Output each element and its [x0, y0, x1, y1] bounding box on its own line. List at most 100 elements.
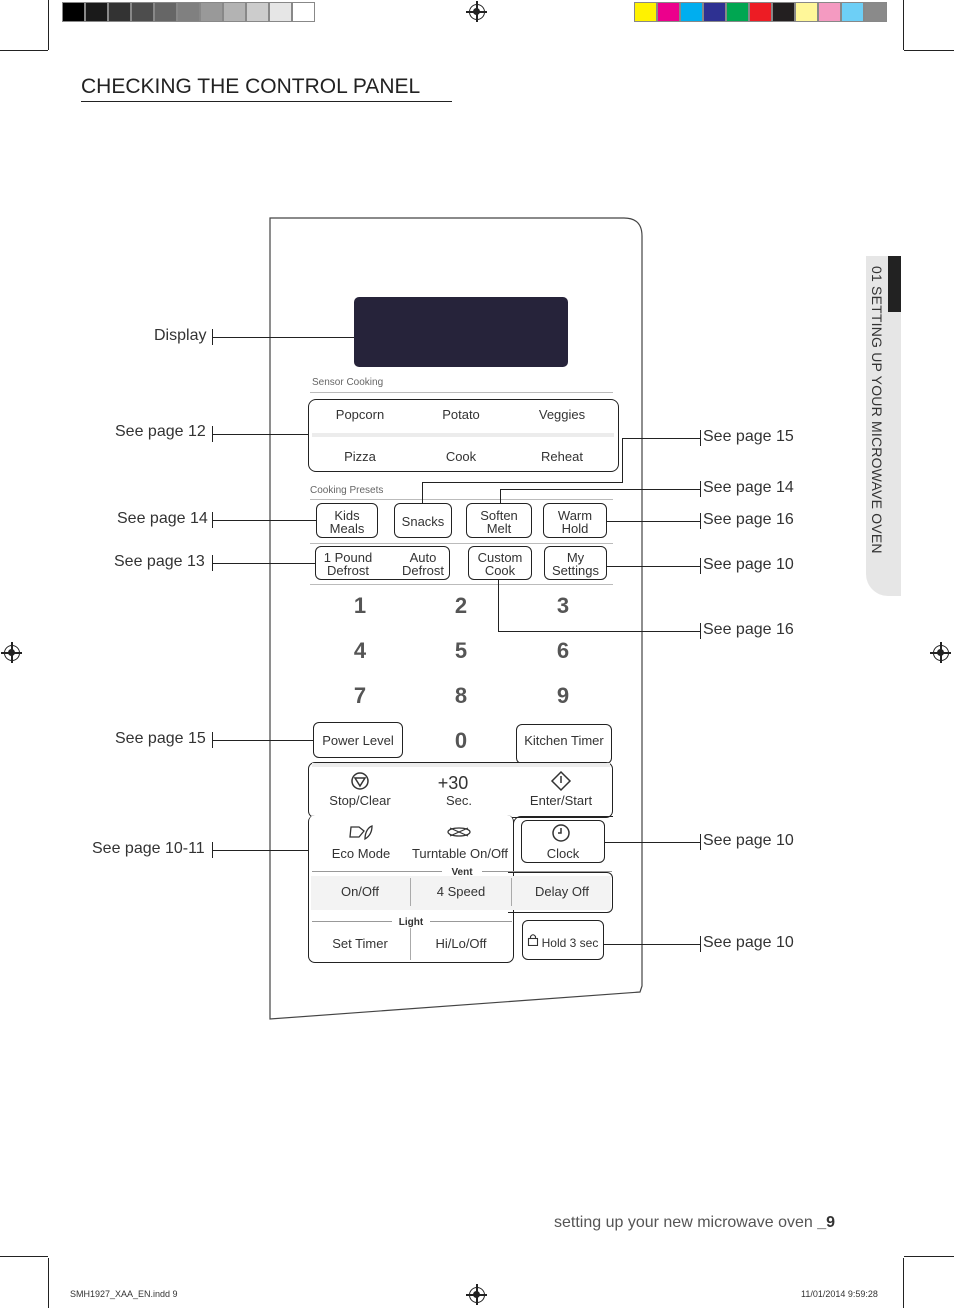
number-8-button[interactable]: 8 — [454, 683, 468, 708]
cooking-presets-label: Cooking Presets — [310, 485, 384, 496]
color-swatch — [200, 2, 223, 22]
light-hi-lo-off-button[interactable]: Hi/Lo/Off — [435, 936, 487, 951]
footer-title: setting up your new microwave oven — [554, 1214, 813, 1231]
enter-start-button[interactable]: Enter/Start — [529, 793, 593, 808]
my-settings-label-2: Settings — [552, 563, 599, 578]
leader-line — [213, 850, 308, 851]
number-7-button[interactable]: 7 — [353, 683, 367, 708]
color-swatch — [108, 2, 131, 22]
start-icon — [550, 770, 572, 792]
leader-line — [700, 834, 701, 850]
crop-mark — [904, 1256, 954, 1257]
vent-row — [311, 876, 611, 910]
defrost-button[interactable] — [315, 546, 450, 580]
kids-meals-label-1: Kids — [334, 508, 360, 523]
number-5-button[interactable]: 5 — [454, 638, 468, 663]
crop-mark — [904, 50, 954, 51]
number-3-button[interactable]: 3 — [556, 593, 570, 618]
color-swatch — [177, 2, 200, 22]
kitchen-timer-button[interactable] — [516, 724, 612, 764]
color-swatch — [703, 2, 726, 22]
color-swatch — [864, 2, 887, 22]
vent-on-off-button[interactable]: On/Off — [340, 884, 380, 899]
crop-mark — [903, 1258, 904, 1308]
divider — [511, 878, 512, 906]
eco-mode-button[interactable]: Eco Mode — [331, 846, 391, 861]
leader-line — [422, 482, 623, 483]
warm-hold-callout: See page 16 — [703, 511, 794, 528]
plus-30-sec-label: Sec. — [445, 793, 472, 808]
custom-cook-button[interactable] — [468, 546, 532, 580]
number-1-button[interactable]: 1 — [353, 593, 367, 618]
power-level-label: Power Level — [322, 733, 394, 748]
vent-delay-off-button[interactable]: Delay Off — [535, 884, 589, 899]
leader-line — [607, 566, 700, 567]
vent-row-bracket — [508, 872, 613, 913]
custom-cook-callout: See page 16 — [703, 621, 794, 638]
number-6-button[interactable]: 6 — [556, 638, 570, 663]
color-swatch — [62, 2, 85, 22]
leader-line — [212, 842, 213, 858]
clock-label: Clock — [546, 846, 580, 861]
display-screen — [354, 297, 568, 367]
lock-icon — [527, 934, 539, 946]
vent-4-speed-button[interactable]: 4 Speed — [436, 884, 486, 899]
defrost-callout: See page 13 — [114, 553, 205, 570]
reheat-button[interactable]: Reheat — [541, 449, 583, 464]
clock-bracket — [513, 816, 613, 872]
number-4-button[interactable]: 4 — [353, 638, 367, 663]
pizza-button[interactable]: Pizza — [344, 449, 376, 464]
color-swatch — [795, 2, 818, 22]
sensor-cooking-label: Sensor Cooking — [312, 377, 384, 388]
clock-icon — [552, 824, 570, 842]
warm-hold-label-2: Hold — [561, 521, 589, 536]
my-settings-button[interactable] — [544, 546, 607, 580]
custom-cook-label-1: Custom — [477, 550, 523, 565]
clock-callout: See page 10 — [703, 832, 794, 849]
my-settings-callout: See page 10 — [703, 556, 794, 573]
registration-mark-icon — [930, 642, 951, 663]
color-swatch — [634, 2, 657, 22]
soften-melt-button[interactable] — [466, 503, 532, 538]
leader-line — [213, 740, 313, 741]
warm-hold-label-1: Warm — [557, 508, 593, 523]
color-swatch — [223, 2, 246, 22]
snacks-label: Snacks — [401, 514, 445, 529]
number-0-button[interactable]: 0 — [454, 728, 468, 753]
popcorn-button[interactable]: Popcorn — [335, 407, 385, 422]
potato-button[interactable]: Potato — [442, 407, 480, 422]
light-set-timer-button[interactable]: Set Timer — [332, 936, 388, 951]
plus-30-button[interactable]: +30 — [437, 773, 469, 793]
veggies-button[interactable]: Veggies — [538, 407, 586, 422]
warm-hold-button[interactable] — [543, 503, 607, 538]
leader-line — [700, 513, 701, 529]
soften-melt-label-2: Melt — [486, 521, 512, 536]
stop-clear-button[interactable]: Stop/Clear — [329, 793, 391, 808]
date-slug: 11/01/2014 9:59:28 — [801, 1289, 878, 1299]
kids-meals-button[interactable] — [316, 503, 378, 538]
leader-line — [604, 944, 700, 945]
divider — [310, 392, 613, 393]
cook-button[interactable]: Cook — [445, 449, 477, 464]
power-level-button[interactable] — [313, 722, 403, 758]
divider — [310, 584, 613, 585]
leader-line — [213, 520, 316, 521]
color-swatch — [749, 2, 772, 22]
turntable-on-off-button[interactable]: Turntable On/Off — [411, 846, 509, 861]
snacks-button[interactable] — [394, 503, 452, 538]
control-panel-outline — [269, 217, 643, 1020]
page-footer: setting up your new microwave oven _9 — [554, 1214, 835, 1232]
registration-mark-icon — [466, 1284, 487, 1305]
number-9-button[interactable]: 9 — [556, 683, 570, 708]
color-swatch — [657, 2, 680, 22]
color-swatch — [85, 2, 108, 22]
crop-mark — [0, 50, 48, 51]
turntable-icon — [447, 827, 471, 837]
color-swatch — [131, 2, 154, 22]
power-level-callout: See page 15 — [115, 730, 206, 747]
leader-line — [212, 426, 213, 442]
child-lock-button[interactable] — [522, 920, 604, 960]
number-2-button[interactable]: 2 — [454, 593, 468, 618]
leader-line — [422, 482, 423, 503]
color-swatch — [154, 2, 177, 22]
